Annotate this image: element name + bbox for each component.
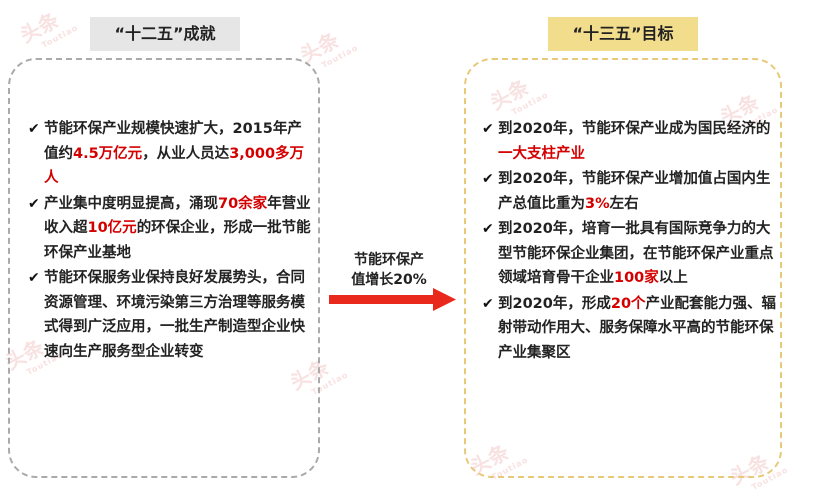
arrow-head [433, 288, 456, 311]
arrow-label-line1: 节能环保产 [354, 252, 424, 268]
left-section-header: “十二五”成就 [90, 17, 240, 51]
checkmark-icon: ✔ [28, 121, 40, 137]
item-text: 左右 [609, 195, 639, 212]
arrow-label: 节能环保产 值增长20% [329, 250, 449, 290]
right-arrow-icon [329, 288, 456, 311]
achievements-panel [8, 58, 320, 478]
checkmark-icon: ✔ [482, 295, 494, 312]
highlight-text: 70余家 [218, 195, 268, 212]
checkmark-icon: ✔ [482, 221, 494, 237]
right-item: ✔到2020年，节能环保产业增加值占国内生产总值比重为3%左右 [482, 167, 777, 216]
highlight-text: 4.5万亿元 [73, 145, 143, 162]
left-item: ✔产业集中度明显提高，涌现70余家年营业收入超10亿元的环保企业，形成一批节能环… [28, 192, 313, 266]
highlight-text: 3% [585, 195, 610, 212]
right-section-header: “十三五”目标 [548, 17, 698, 51]
item-text: 年营业收入超 [44, 195, 311, 237]
item-text: 到2020年，节能环保产业成为国民经济的 [498, 121, 771, 137]
highlight-text: 3,000多万人 [44, 145, 305, 187]
item-text: 的环保企业，形成一批节能环保产业基地 [44, 220, 311, 261]
checkmark-icon: ✔ [482, 171, 494, 187]
item-text: 节能环保产业规模快速扩大，2015年产值约 [44, 121, 302, 162]
right-item: ✔到2020年，培育一批具有国际竞争力的大型节能环保企业集团，在节能环保产业重点… [482, 217, 777, 291]
item-text: ，从业人员达 [142, 145, 230, 162]
highlight-text: 100家 [614, 270, 659, 286]
arrow-shaft [329, 295, 433, 304]
highlight-text: 10亿元 [87, 220, 137, 236]
right-item: ✔到2020年，节能环保产业成为国民经济的一大支柱产业 [482, 117, 777, 166]
checkmark-icon: ✔ [28, 270, 40, 286]
checkmark-icon: ✔ [482, 121, 494, 137]
item-text: 产业集中度明显提高，涌现 [44, 195, 218, 212]
growth-arrow-group: 节能环保产 值增长20% [329, 250, 459, 311]
checkmark-icon: ✔ [28, 195, 40, 212]
achievements-list: ✔节能环保产业规模快速扩大，2015年产值约4.5万亿元，从业人员达3,000多… [28, 117, 313, 365]
left-item: ✔节能环保服务业保持良好发展势头，合同资源管理、环境污染第三方治理等服务模式得到… [28, 266, 313, 364]
item-text: 到2020年，节能环保产业增加值占国内生产总值比重为 [498, 171, 771, 212]
arrow-label-line2: 值增长20% [351, 272, 427, 288]
highlight-text: 一大支柱产业 [498, 145, 585, 162]
item-text: 到2020年，培育一批具有国际竞争力的大型节能环保企业集团，在节能环保产业重点领… [498, 221, 774, 286]
right-item: ✔到2020年，形成20个产业配套能力强、辐射带动作用大、服务保障水平高的节能环… [482, 292, 777, 366]
highlight-text: 20个 [610, 295, 646, 312]
item-text: 产业配套能力强、辐射带动作用大、服务保障水平高的节能环保产业集聚区 [498, 295, 777, 361]
item-text: 到2020年，形成 [498, 295, 611, 312]
item-text: 以上 [658, 270, 688, 286]
left-item: ✔节能环保产业规模快速扩大，2015年产值约4.5万亿元，从业人员达3,000多… [28, 117, 313, 191]
targets-panel [464, 58, 782, 478]
targets-list: ✔到2020年，节能环保产业成为国民经济的一大支柱产业✔到2020年，节能环保产… [482, 117, 777, 366]
item-text: 节能环保服务业保持良好发展势头，合同资源管理、环境污染第三方治理等服务模式得到广… [44, 270, 305, 360]
